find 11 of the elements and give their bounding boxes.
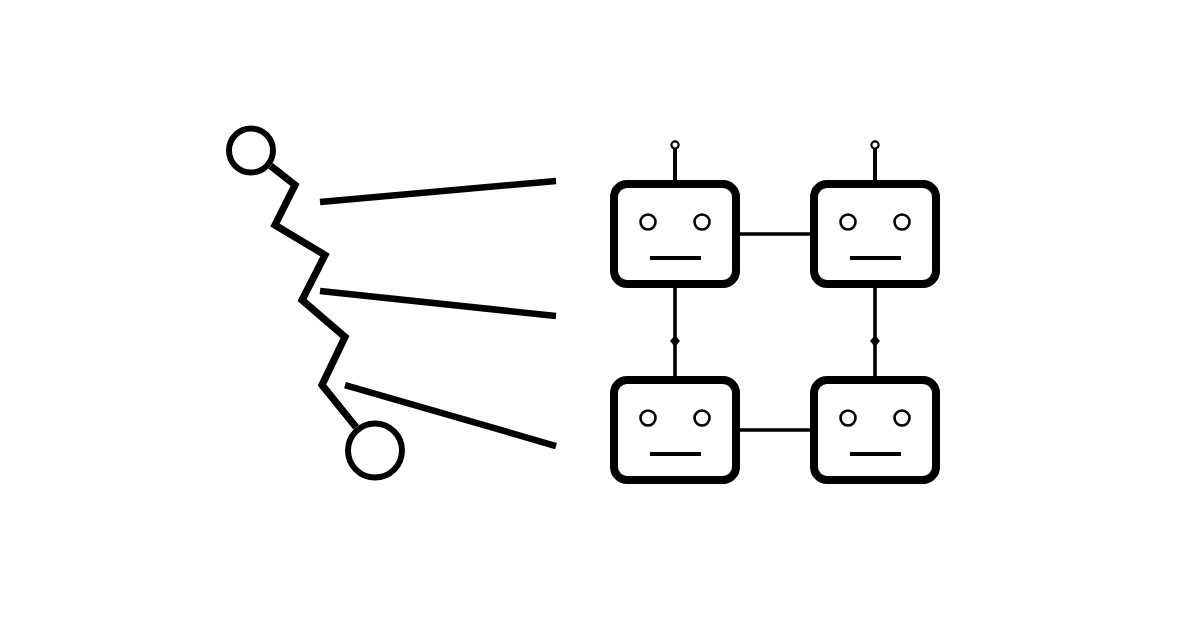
robot-face — [610, 140, 740, 288]
connector-line — [740, 232, 810, 236]
connector-line — [740, 428, 810, 432]
robot-face — [810, 140, 940, 288]
circle — [345, 420, 405, 481]
circle — [226, 125, 276, 176]
connector-line — [873, 288, 877, 376]
robot-face — [810, 376, 940, 484]
connector-line — [673, 288, 677, 376]
robot-face — [610, 376, 740, 484]
zigzag-line — [268, 163, 359, 430]
